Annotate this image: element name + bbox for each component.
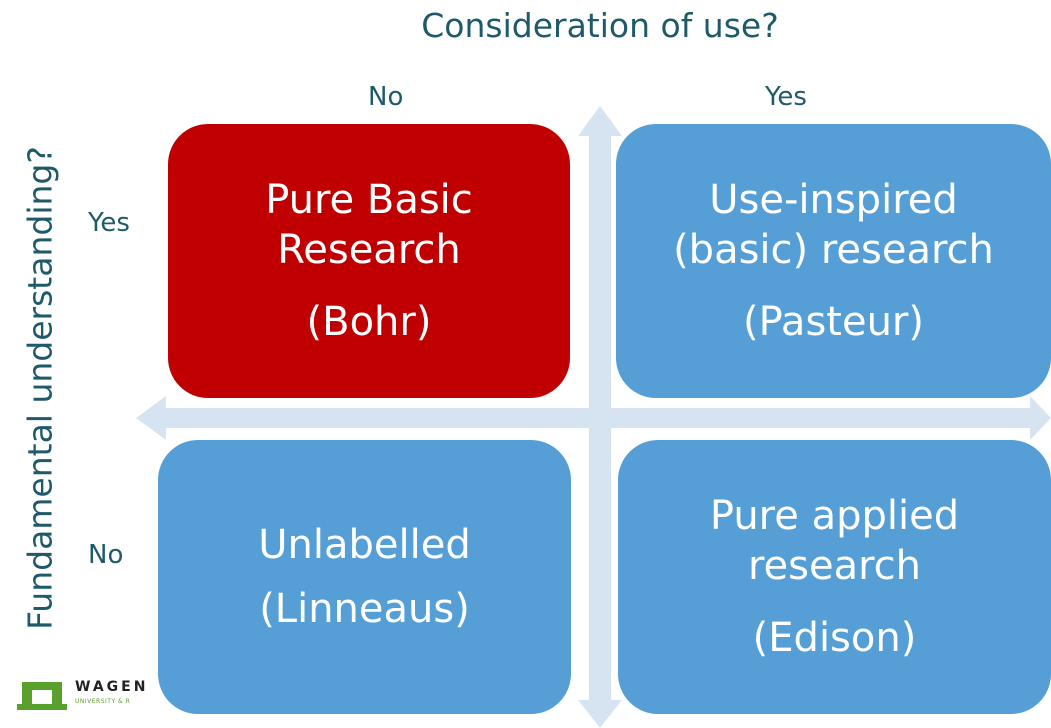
x-axis-title: Consideration of use?: [421, 6, 779, 45]
quadrant-use-inspired-research: Use-inspired (basic) research (Pasteur): [616, 124, 1051, 398]
quadrant-title-line1: Pure Basic: [265, 177, 473, 223]
logo-mark-icon: [17, 682, 67, 710]
quadrant-title-line1: Pure applied: [709, 493, 960, 539]
logo-name: WAGEN: [75, 679, 149, 695]
quadrant-title-line2: (basic) research: [673, 227, 994, 273]
quadrant-title-line2: research: [747, 543, 922, 589]
quadrant-pure-applied-research: Pure applied research (Edison): [618, 440, 1051, 714]
quadrant-title-line1: Use-inspired: [709, 177, 958, 223]
quadrant-example: (Pasteur): [743, 299, 924, 345]
quadrant-example: (Linneaus): [259, 586, 470, 632]
quadrant-title-line2: Research: [277, 227, 461, 273]
column-label-yes: Yes: [765, 82, 807, 112]
quadrant-title-line1: Unlabelled: [258, 522, 471, 568]
y-axis-title-text: Fundamental understanding?: [20, 146, 60, 630]
horizontal-axis-arrow: [136, 396, 1051, 440]
quadrant-pure-basic-research: Pure Basic Research (Bohr): [168, 124, 570, 398]
row-label-no: No: [88, 540, 124, 570]
quadrant-unlabelled: Unlabelled (Linneaus): [158, 440, 571, 714]
y-axis-title: Fundamental understanding?: [15, 113, 65, 663]
logo-subtitle: UNIVERSITY & R: [75, 698, 131, 705]
quadrant-example: (Edison): [752, 615, 917, 661]
university-logo: WAGEN UNIVERSITY & R: [17, 676, 177, 712]
column-label-no: No: [368, 82, 404, 112]
row-label-yes: Yes: [88, 208, 130, 238]
quadrant-example: (Bohr): [306, 299, 432, 345]
